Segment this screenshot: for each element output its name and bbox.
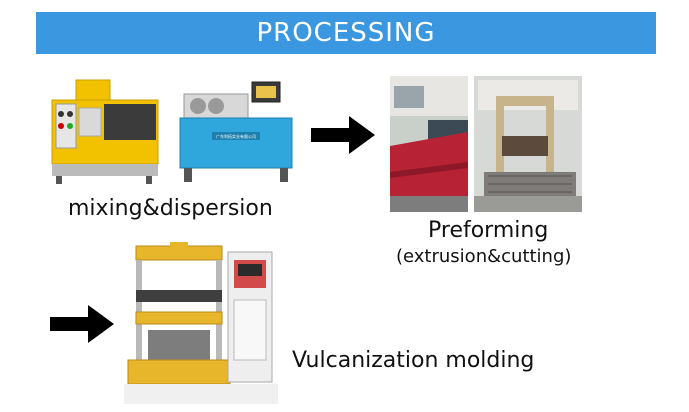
banner-title: PROCESSING [256,18,436,48]
vulcanization-molding-label: Vulcanization molding [292,348,535,373]
two-roll-mill-image: 广东利拓实业有限公司 [179,81,293,182]
arrow-right-icon [311,116,375,154]
preforming-sublabel: (extrusion&cutting) [396,246,572,267]
cutting-machine-photo [474,76,582,212]
svg-text:广东利拓实业有限公司: 广东利拓实业有限公司 [216,133,256,139]
preforming-label: Preforming [428,218,549,243]
processing-banner: PROCESSING [36,12,656,54]
extrusion-line-photo [390,76,468,212]
mixing-dispersion-label: mixing&dispersion [68,196,273,221]
arrow-right-icon [50,305,114,343]
vulcanizing-press-image [124,240,278,404]
mixer-machine-image [51,79,159,184]
